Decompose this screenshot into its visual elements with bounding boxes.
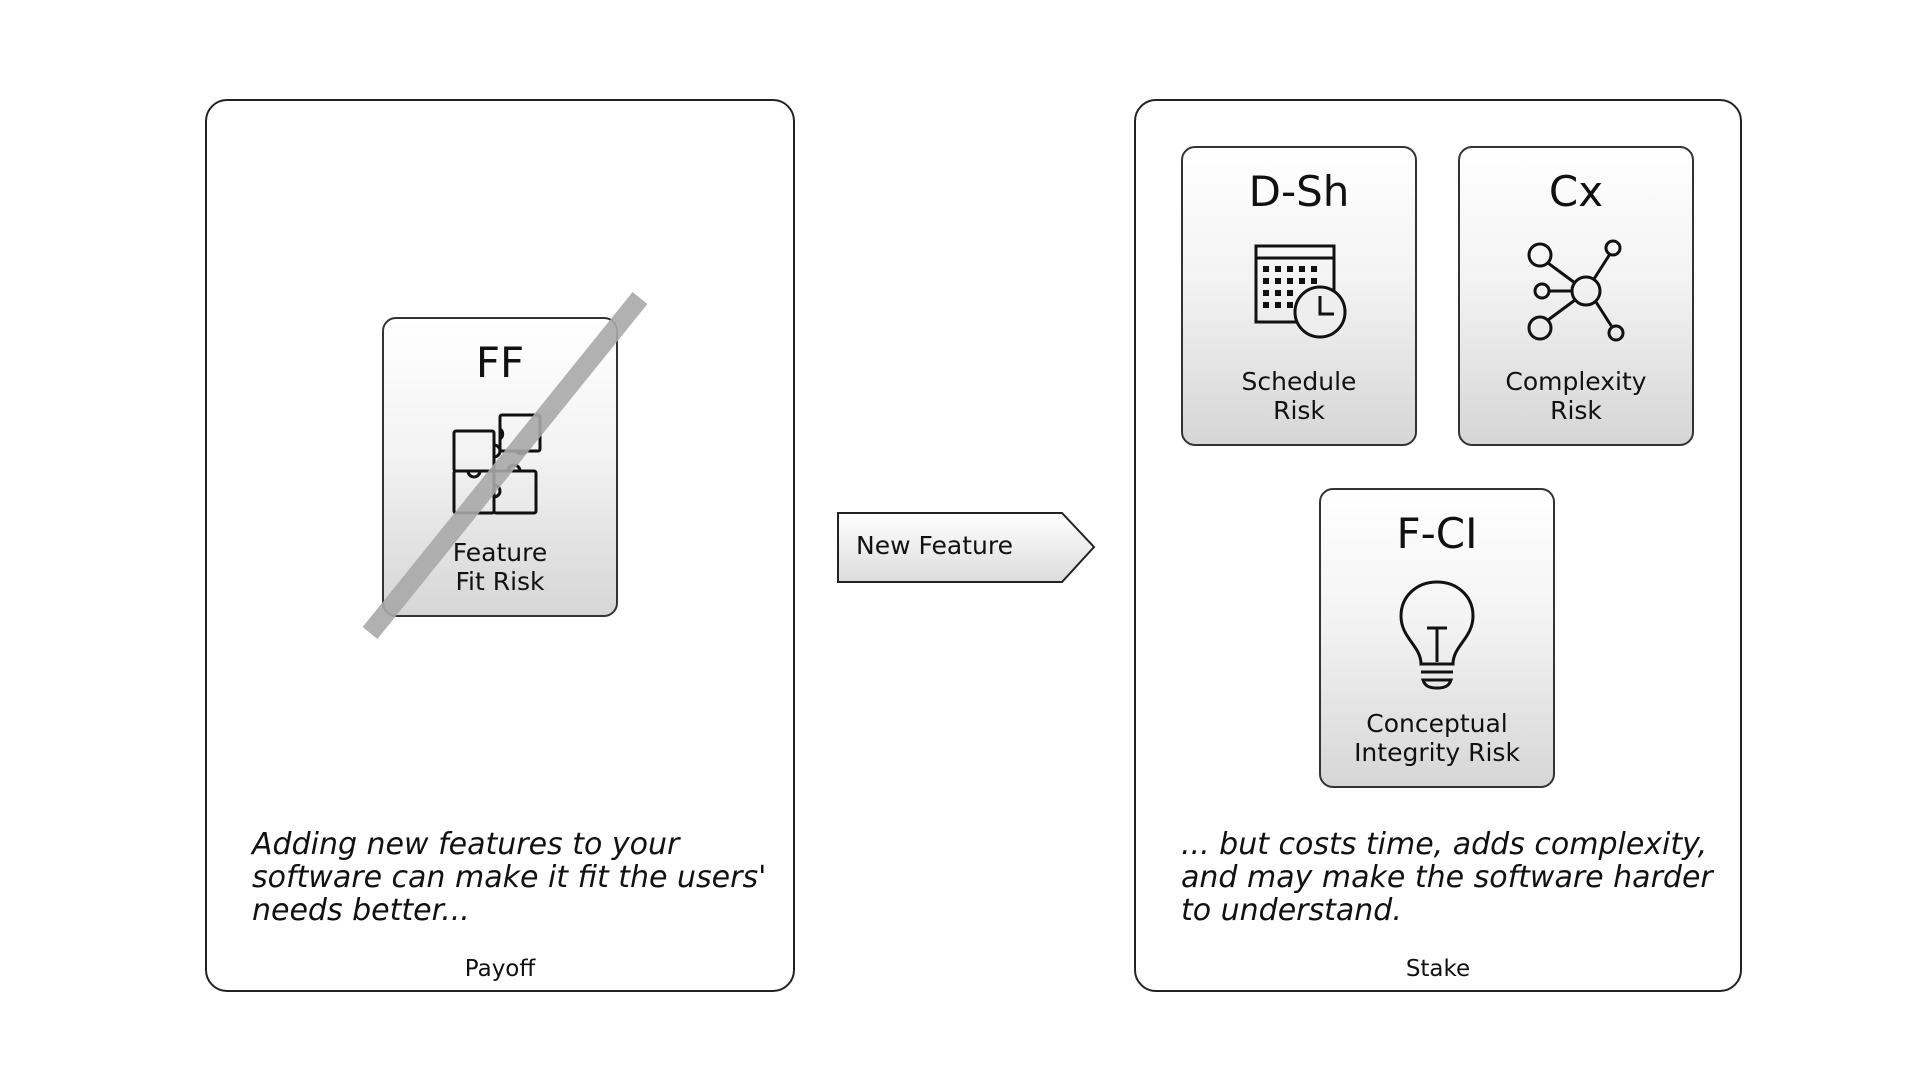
conceptual-integrity-risk-card: F-CI Conceptual Integrity Risk	[1319, 488, 1555, 788]
arrow-label: New Feature	[856, 531, 1013, 560]
calendar-clock-icon	[1244, 236, 1354, 350]
new-feature-arrow	[836, 511, 1096, 584]
risk-label: Complexity Risk	[1505, 367, 1647, 425]
risk-label: Conceptual Integrity Risk	[1354, 709, 1520, 767]
network-icon	[1516, 236, 1636, 350]
lightbulb-icon	[1387, 576, 1487, 696]
payoff-caption: Payoff	[464, 956, 536, 982]
schedule-risk-card: D-Sh Schedule Risk	[1181, 146, 1417, 446]
risk-label: Schedule Risk	[1241, 367, 1357, 425]
payoff-description: Adding new features to your software can…	[252, 827, 767, 928]
risk-code: F-CI	[1396, 509, 1478, 558]
risk-code: Cx	[1548, 167, 1604, 216]
stake-description: ... but costs time, adds complexity, and…	[1181, 827, 1713, 928]
complexity-risk-card: Cx Complexity Risk	[1458, 146, 1694, 446]
payoff-panel: Adding new features to your software can…	[205, 99, 795, 992]
risk-code: FF	[475, 338, 525, 387]
stake-caption: Stake	[1405, 956, 1471, 982]
risk-label: Feature Fit Risk	[452, 538, 548, 596]
risk-code: D-Sh	[1248, 167, 1350, 216]
